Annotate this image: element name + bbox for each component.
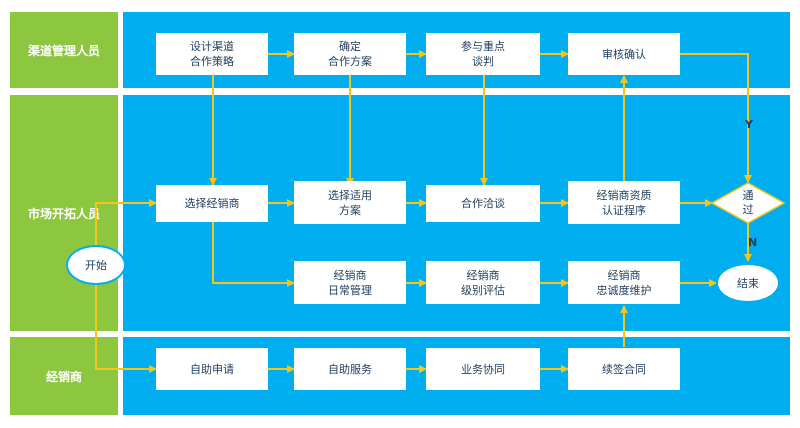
node-line-1: 合作洽谈 <box>461 197 505 210</box>
node-qualification: 经销商资质 认证程序 <box>568 181 680 224</box>
node-self-service: 自助服务 <box>294 348 406 390</box>
node-line-1: 设计渠道 <box>190 40 234 53</box>
node-line-2: 合作策略 <box>190 55 234 68</box>
node-line-2: 认证程序 <box>602 203 646 217</box>
arrow-select-distributor-to-daily <box>212 222 295 287</box>
node-select-plan: 选择适用 方案 <box>294 181 406 224</box>
node-line-1: 业务协同 <box>461 362 505 376</box>
node-line-2: 级别评估 <box>461 283 505 297</box>
decision-line-2: 过 <box>742 203 754 216</box>
decision-line-1: 通 <box>742 189 754 202</box>
node-line-1: 经销商 <box>607 268 641 282</box>
node-cooperation-talks: 合作洽谈 <box>426 185 540 222</box>
node-line-2: 忠诚度维护 <box>596 283 652 297</box>
node-renew-contract: 续签合同 <box>568 348 680 390</box>
arrow-review-to-decision <box>680 53 752 183</box>
node-line-1: 参与重点 <box>461 40 505 53</box>
node-line-1: 经销商资质 <box>596 188 652 202</box>
lane-label-market-developer: 市场开拓人员 <box>10 95 118 331</box>
node-select-distributor: 选择经销商 <box>156 185 268 222</box>
node-line-1: 自助服务 <box>328 362 372 376</box>
node-line-1: 确定 <box>339 40 361 53</box>
node-line-2: 谈判 <box>472 55 494 68</box>
node-design-strategy: 设计渠道 合作策略 <box>156 33 268 75</box>
node-line-1: 审核确认 <box>602 47 646 61</box>
lane-label-distributor: 经销商 <box>10 337 118 415</box>
node-line-1: 经销商 <box>466 268 500 282</box>
edge-label-yes: Y <box>745 118 753 131</box>
decision-diamond <box>710 182 786 224</box>
node-line-1: 经销商 <box>333 268 367 282</box>
arrow-start-to-select-distributor <box>95 199 157 245</box>
start-node: 开始 <box>66 245 126 285</box>
node-line-1: 自助申请 <box>190 362 234 376</box>
arrow-start-to-self-apply <box>95 285 157 373</box>
node-review-confirm: 审核确认 <box>568 33 680 75</box>
node-line-2: 合作方案 <box>328 55 372 68</box>
node-determine-plan: 确定 合作方案 <box>294 33 406 75</box>
node-line-2: 方案 <box>339 203 361 217</box>
node-daily-management: 经销商 日常管理 <box>294 261 406 304</box>
node-negotiate: 参与重点 谈判 <box>426 33 540 75</box>
decision-label: 通 过 <box>736 189 760 217</box>
node-business-collab: 业务协同 <box>426 348 540 390</box>
end-node: 结束 <box>716 263 780 303</box>
edge-label-no: N <box>748 236 758 249</box>
node-self-apply: 自助申请 <box>156 348 268 390</box>
node-line-1: 续签合同 <box>602 362 646 376</box>
node-level-evaluation: 经销商 级别评估 <box>426 261 540 304</box>
lane-label-channel-manager: 渠道管理人员 <box>10 12 118 88</box>
node-line-2: 日常管理 <box>328 283 372 297</box>
node-line-1: 选择适用 <box>328 188 372 202</box>
node-loyalty-maintenance: 经销商 忠诚度维护 <box>568 261 680 304</box>
node-line-1: 选择经销商 <box>184 197 240 210</box>
